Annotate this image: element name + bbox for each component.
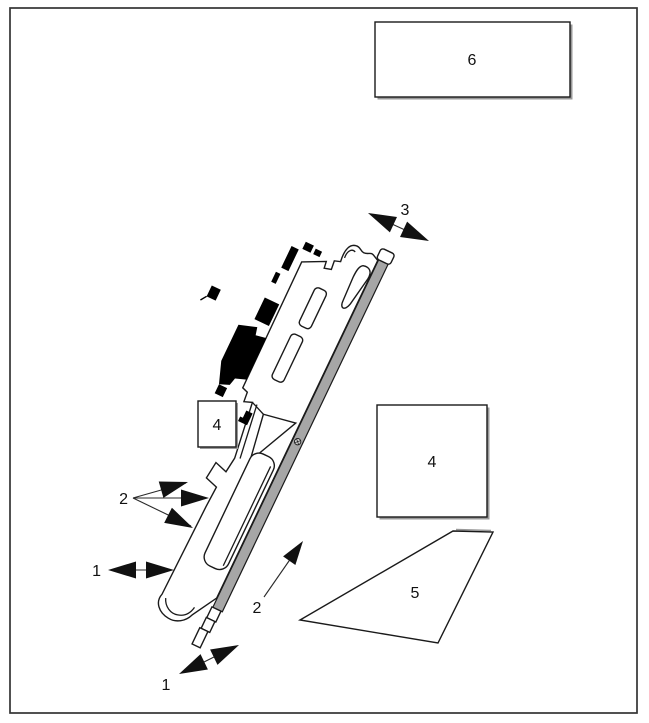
- box-4-right-label: 4: [428, 454, 437, 471]
- hook-inner-curve: [165, 598, 196, 616]
- strut-joint-line: [251, 401, 264, 415]
- strut-triangle-opening: [248, 413, 298, 464]
- arrow-2-up: 2: [253, 536, 310, 617]
- component-connector-blob: [218, 324, 267, 385]
- box-4-right-rect: [376, 404, 488, 518]
- arrow-1-head-left: [108, 561, 136, 579]
- slot-cutout-2: [271, 333, 304, 383]
- wedge-5-shadow: [455, 528, 492, 532]
- strut-edge-line: [239, 404, 258, 459]
- arrow-1-horizontal-label: 1: [92, 563, 101, 580]
- component-tick: [271, 271, 281, 284]
- slot-cutout-1: [298, 287, 328, 330]
- flag-component: [206, 285, 221, 301]
- handle-latch-detail: [343, 249, 356, 259]
- arrow-3: 3: [364, 202, 433, 249]
- box-4-left-label: 4: [213, 417, 222, 434]
- lower-cutout: [203, 452, 276, 571]
- wedge-5-label: 5: [411, 585, 420, 602]
- fan-head-mid: [181, 489, 209, 507]
- callout-box-6: 6: [374, 21, 573, 100]
- circuit-card: [157, 241, 395, 649]
- arrow-2-up-label: 2: [253, 600, 262, 617]
- callout-box-4-left: 4: [197, 400, 238, 449]
- component-chip: [254, 297, 280, 327]
- arrow-1-head-right: [146, 561, 174, 579]
- component-block-top: [302, 241, 314, 253]
- arrow-1-diag-head-right: [210, 637, 243, 665]
- box-4-left-rect: [197, 400, 237, 448]
- component-block-latch: [313, 248, 323, 258]
- rail-screw-cross: [294, 438, 301, 445]
- arrow-1-diagonal: 1: [162, 637, 243, 694]
- wedge-5: 5: [297, 528, 495, 644]
- lower-cutout-inner-line: [222, 466, 272, 567]
- component-bit-lower: [214, 384, 228, 398]
- arrow-1-diagonal-label: 1: [162, 677, 171, 694]
- arrow-3-label: 3: [401, 202, 410, 219]
- arrow-3-head-upper-left: [364, 205, 397, 233]
- figure-frame: [9, 7, 638, 714]
- component-l-mark: [238, 410, 253, 426]
- callout-box-4-right: 4: [376, 404, 490, 520]
- box-6-rect: [374, 21, 571, 98]
- teardrop-cutout: [341, 264, 371, 309]
- flag-stem: [200, 295, 207, 301]
- arrow-2-up-head: [283, 536, 310, 565]
- arrow-2-fan-label: 2: [119, 491, 128, 508]
- arrow-1-horizontal: 1: [92, 561, 174, 580]
- fan-head-down: [164, 507, 197, 536]
- arrow-1-diag-head-left: [175, 654, 208, 682]
- component-bar: [281, 245, 299, 272]
- wedge-5-shape: [297, 530, 495, 644]
- connector-foot: [191, 626, 209, 649]
- arrow-3-head-lower-right: [400, 221, 433, 249]
- box-6-label: 6: [468, 52, 477, 69]
- arrow-2-fan: 2: [119, 473, 209, 536]
- rail-top-cap: [376, 248, 395, 265]
